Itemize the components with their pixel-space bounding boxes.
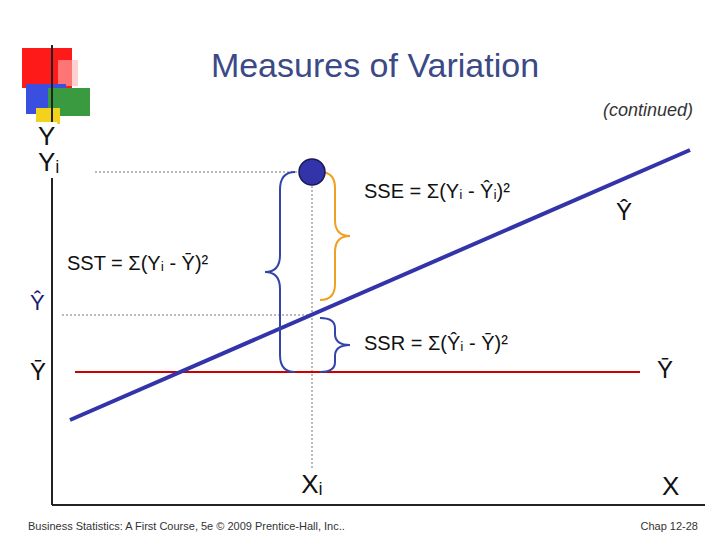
formula-label: SST = Σ(Yᵢ - Ȳ)²	[65, 252, 210, 275]
sst-brace	[265, 172, 295, 372]
axis-label: X	[660, 472, 681, 502]
data-point	[299, 159, 325, 185]
line-label: Ȳ	[655, 356, 675, 384]
page-number: Chap 12-28	[639, 520, 701, 533]
continued-note: (continued)	[601, 100, 695, 121]
sse-brace	[320, 172, 350, 300]
slide-title: Measures of Variation	[140, 46, 610, 85]
axis-label: Ŷ	[28, 290, 47, 315]
footer-note: Business Statistics: A First Course, 5e …	[26, 520, 347, 533]
axis-label: Xᵢ	[299, 470, 324, 500]
guide-line	[95, 172, 300, 173]
regression-line	[70, 150, 690, 420]
mean-line	[75, 371, 640, 373]
line-label: Ŷ	[614, 198, 634, 226]
guide-line	[62, 315, 312, 316]
axis-label: Ȳ	[28, 358, 48, 386]
decor-square	[58, 60, 78, 86]
axis-label: Yᵢ	[36, 148, 61, 178]
formula-label: SSR = Σ(Ŷᵢ - Ȳ)²	[362, 332, 510, 355]
guide-line	[312, 186, 313, 468]
x-axis	[52, 504, 705, 506]
ssr-brace	[320, 318, 350, 372]
y-axis	[51, 45, 53, 505]
formula-label: SSE = Σ(Yᵢ - Ŷᵢ)²	[362, 180, 512, 203]
